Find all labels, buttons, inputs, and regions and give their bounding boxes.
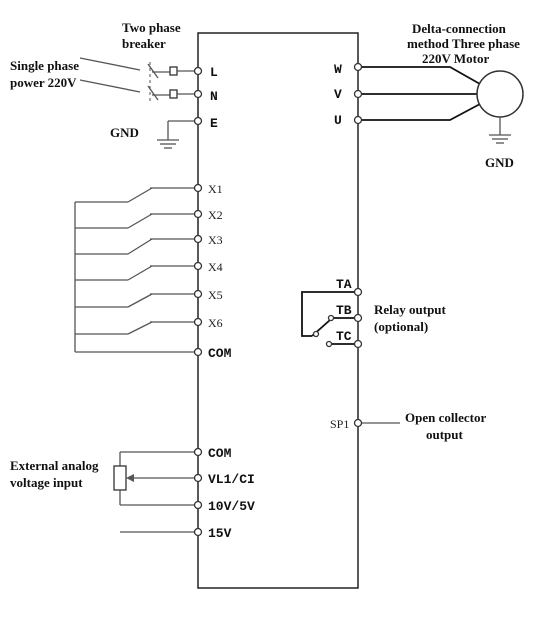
terminal-com1-label: COM xyxy=(208,346,232,361)
terminal-v-label: V xyxy=(334,87,342,102)
supply-label-line2: power 220V xyxy=(10,75,77,90)
terminal-l-label: L xyxy=(210,65,218,80)
terminal-u-label: U xyxy=(334,113,342,128)
relay-output: TA TB TC Relay output (optional) xyxy=(301,277,447,349)
open-collector-label-line1: Open collector xyxy=(405,410,486,425)
terminal-sp1-pin xyxy=(353,418,363,428)
terminal-tc-pin xyxy=(353,339,363,349)
terminal-u-pin xyxy=(353,115,363,125)
terminal-v-pin xyxy=(353,89,363,99)
breaker-terminal-l xyxy=(169,66,178,76)
inverter-body xyxy=(197,32,359,589)
terminal-x2-label: X2 xyxy=(208,208,223,222)
terminal-n-pin xyxy=(193,89,203,99)
breaker-terminal-n xyxy=(169,89,178,99)
motor-symbol xyxy=(476,70,524,118)
potentiometer-wiper xyxy=(126,474,134,482)
terminal-vl1-label: VL1/CI xyxy=(208,472,255,487)
terminal-ta-pin xyxy=(353,287,363,297)
terminal-x6-pin xyxy=(193,317,203,327)
terminal-e-pin xyxy=(193,116,203,126)
terminal-com1-pin xyxy=(193,347,203,357)
digital-inputs: X1 X2 X3 X4 X5 X6 COM xyxy=(74,182,232,361)
terminal-n-label: N xyxy=(210,89,218,104)
power-input: Two phase breaker Single phase power 220… xyxy=(10,20,218,149)
terminal-10v-pin xyxy=(193,500,203,510)
breaker-label-line1: Two phase xyxy=(122,20,181,35)
motor-output: Delta-connection method Three phase 220V… xyxy=(334,21,524,170)
terminal-x1-pin xyxy=(193,183,203,193)
gnd-right-label: GND xyxy=(485,155,514,170)
terminal-tb-pin xyxy=(353,313,363,323)
terminal-x4-label: X4 xyxy=(208,260,223,274)
open-collector-output: SP1 Open collector output xyxy=(330,410,486,442)
terminal-tc-label: TC xyxy=(336,329,352,344)
terminal-w-pin xyxy=(353,62,363,72)
potentiometer xyxy=(113,465,127,491)
terminal-15v-pin xyxy=(193,527,203,537)
motor-label-line2: method Three phase xyxy=(407,36,520,51)
terminal-x1-label: X1 xyxy=(208,182,223,196)
analog-label-line1: External analog xyxy=(10,458,99,473)
terminal-com2-label: COM xyxy=(208,446,232,461)
terminal-15v-label: 15V xyxy=(208,526,232,541)
terminal-x3-label: X3 xyxy=(208,233,223,247)
terminal-x2-pin xyxy=(193,209,203,219)
terminal-tb-label: TB xyxy=(336,303,352,318)
terminal-x4-pin xyxy=(193,261,203,271)
terminal-l-pin xyxy=(193,66,203,76)
open-collector-label-line2: output xyxy=(426,427,464,442)
analog-input: External analog voltage input COM VL1/CI… xyxy=(10,446,255,541)
terminal-w-label: W xyxy=(334,62,342,77)
terminal-x5-label: X5 xyxy=(208,288,223,302)
relay-label-line1: Relay output xyxy=(374,302,447,317)
terminal-ta-label: TA xyxy=(336,277,352,292)
terminal-e-label: E xyxy=(210,116,218,131)
breaker-label-line2: breaker xyxy=(122,36,166,51)
relay-label-line2: (optional) xyxy=(374,319,428,334)
terminal-x5-pin xyxy=(193,289,203,299)
motor-label-line1: Delta-connection xyxy=(412,21,507,36)
terminal-x6-label: X6 xyxy=(208,316,223,330)
terminal-vl1-pin xyxy=(193,473,203,483)
motor-label-line3: 220V Motor xyxy=(422,51,490,66)
terminal-com2-pin xyxy=(193,447,203,457)
supply-label-line1: Single phase xyxy=(10,58,79,73)
terminal-x3-pin xyxy=(193,234,203,244)
terminal-sp1-label: SP1 xyxy=(330,417,349,431)
analog-label-line2: voltage input xyxy=(10,475,83,490)
gnd-left-label: GND xyxy=(110,125,139,140)
breaker-contact-l xyxy=(147,63,159,79)
terminal-10v-label: 10V/5V xyxy=(208,499,255,514)
